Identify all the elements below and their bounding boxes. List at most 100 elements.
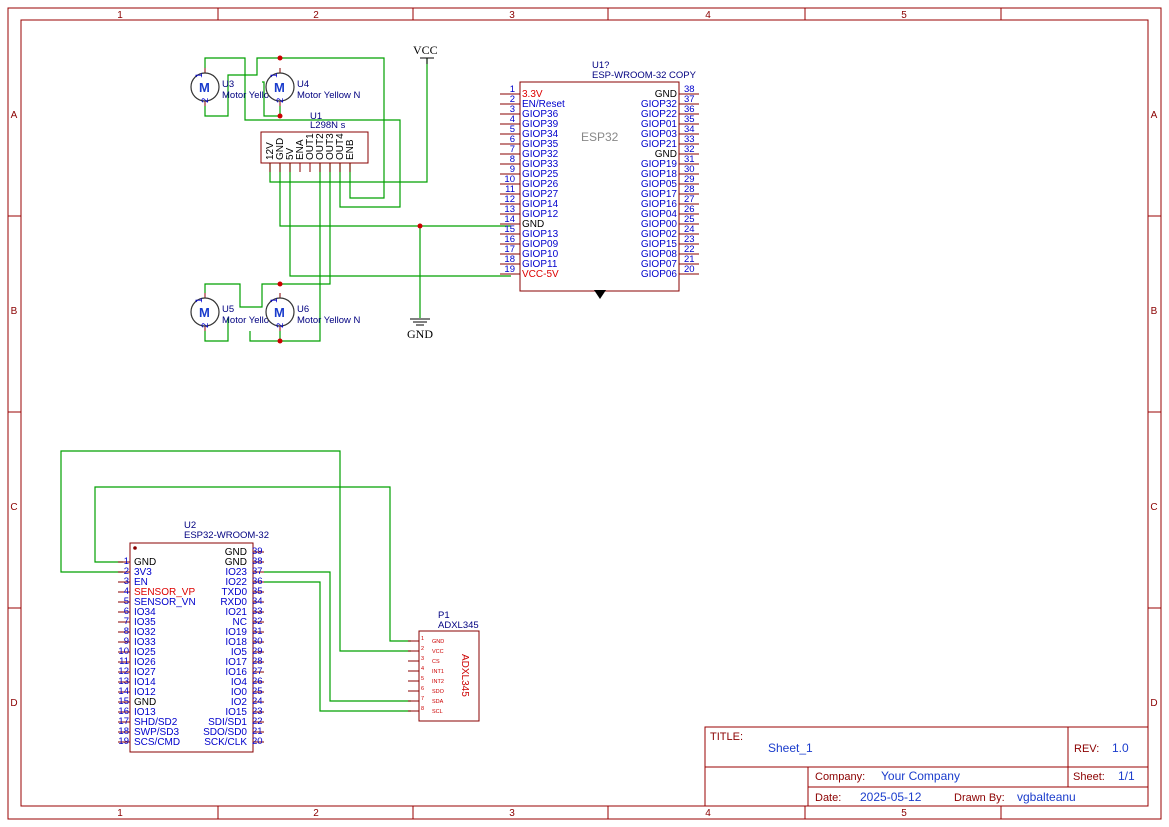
driver-value: L298N s [310, 120, 346, 131]
esp-main-pin-name: IO27 [134, 667, 156, 678]
esp-copy-designator: U1? [592, 60, 609, 71]
esp-main-pin-num: 24 [252, 696, 263, 707]
esp-main-pin-name: IO17 [225, 657, 247, 668]
esp-copy-pin-num: 4 [510, 114, 515, 125]
esp-main-pin-name: IO12 [134, 687, 156, 698]
esp-main-pin-num: 10 [118, 646, 129, 657]
esp-copy-pin-num: 11 [505, 184, 515, 195]
esp-main-pin-name: IO18 [225, 637, 247, 648]
esp-copy-pin-num: 24 [684, 224, 695, 235]
esp-copy-pin-name: GIOP12 [522, 209, 559, 220]
driver-pin-label: OUT4 [335, 133, 346, 160]
accel-pin-num: 6 [421, 686, 424, 692]
esp-copy-pin-num: 34 [684, 124, 695, 135]
esp-copy-pin-name: GIOP16 [641, 199, 678, 210]
esp-copy-pin-num: 33 [684, 134, 695, 145]
esp-main-pin-name: IO16 [225, 667, 247, 678]
esp-copy-pin-num: 12 [504, 194, 515, 205]
esp-main-value: ESP32-WROOM-32 [184, 530, 269, 541]
esp-copy-pin-name: GIOP01 [641, 119, 678, 130]
esp-main-pin-name: IO32 [134, 627, 156, 638]
motor-designator: U6 [297, 304, 309, 315]
esp-copy-pin-name: GIOP25 [522, 169, 559, 180]
driver-designator: U1 [310, 111, 322, 122]
motor-pin2: 2 [275, 98, 286, 103]
esp-main-pin-name: IO13 [134, 707, 156, 718]
esp-main-pin-num: 5 [124, 596, 129, 607]
esp-main-pin-num: 11 [119, 656, 129, 667]
driver-pin-label: OUT3 [325, 133, 336, 160]
esp-main-pin-name: 3V3 [134, 567, 152, 578]
esp-copy-pin-name: GIOP07 [641, 259, 678, 270]
esp-main-pin-name: IO0 [231, 687, 248, 698]
row-label-left: D [10, 698, 17, 709]
esp-copy-pin-num: 18 [504, 254, 515, 265]
accel-body-label: ADXL345 [459, 654, 470, 697]
esp-copy-pin-name: GIOP19 [641, 159, 678, 170]
esp-copy-pin-num: 19 [504, 264, 515, 275]
column-label-bottom: 2 [313, 808, 319, 819]
motor-value: Motor Yellow N [297, 90, 361, 101]
esp-copy-pin-name: GIOP22 [641, 109, 678, 120]
motor-pin1: 1 [269, 298, 280, 303]
esp-main-pin-num: 14 [118, 686, 129, 697]
esp-main-pin-name: IO33 [134, 637, 156, 648]
esp-main-pin-num: 34 [252, 596, 263, 607]
motor-circle [190, 72, 220, 102]
esp-copy-pin-num: 5 [510, 124, 515, 135]
sheet-value: 1/1 [1118, 769, 1135, 783]
esp-copy-pin-name: GIOP39 [522, 119, 559, 130]
esp-copy-pin-name: GIOP18 [641, 169, 678, 180]
esp-main-pin-name: IO34 [134, 607, 156, 618]
esp-main-pin-name: IO22 [225, 577, 247, 588]
row-label-right: B [1151, 306, 1158, 317]
esp-copy-pin-name: GIOP00 [641, 219, 678, 230]
esp-main-pin-name: IO35 [134, 617, 156, 628]
esp-main-pin-num: 20 [252, 736, 263, 747]
esp-main-pin-num: 23 [252, 706, 263, 717]
esp-copy-pin-name: GIOP04 [641, 209, 678, 220]
accel-pin-name: GND [432, 639, 444, 645]
esp-copy-value: ESP-WROOM-32 COPY [592, 70, 697, 81]
sheet-border [7, 7, 1162, 820]
esp-main-pin1-dot [133, 546, 137, 550]
date-label: Date: [815, 792, 841, 804]
row-label-left: A [11, 110, 18, 121]
driver-body [260, 131, 369, 164]
esp-copy-pin-name: GIOP33 [522, 159, 559, 170]
column-label-top: 5 [901, 10, 907, 21]
motor-designator: U3 [222, 79, 234, 90]
esp-copy-pin-name: GIOP32 [522, 149, 559, 160]
esp-main-pin-num: 31 [252, 626, 263, 637]
esp-main-pin-name: SHD/SD2 [134, 717, 178, 728]
gnd-label: GND [407, 327, 433, 341]
esp-main-pin-num: 16 [118, 706, 129, 717]
esp-copy-pin-num: 35 [684, 114, 695, 125]
title-value: Sheet_1 [768, 741, 813, 755]
esp-main-pin-name: SENSOR_VN [134, 597, 196, 608]
esp-main-pin-num: 37 [252, 566, 263, 577]
rev-label: REV: [1074, 743, 1099, 755]
motor-circle [265, 72, 295, 102]
esp-copy-pin-num: 28 [684, 184, 695, 195]
esp-copy-pin-num: 13 [504, 204, 515, 215]
esp-main-pin-num: 38 [252, 556, 263, 567]
motor-symbol: M [274, 305, 285, 320]
esp-copy-pin-num: 25 [684, 214, 695, 225]
esp-main-pin-num: 36 [252, 576, 263, 587]
esp-main-pin-num: 35 [252, 586, 263, 597]
esp-main-pin-name: IO5 [231, 647, 248, 658]
esp-copy-pin-name: 3.3V [522, 89, 543, 100]
esp-main-pin-num: 22 [252, 716, 263, 727]
esp-copy-pin-num: 26 [684, 204, 695, 215]
esp-main-pin-num: 13 [118, 676, 129, 687]
esp-copy-pin-name: GIOP34 [522, 129, 559, 140]
driver-pin-label: GND [275, 138, 286, 160]
esp-main-pin-num: 19 [118, 736, 129, 747]
